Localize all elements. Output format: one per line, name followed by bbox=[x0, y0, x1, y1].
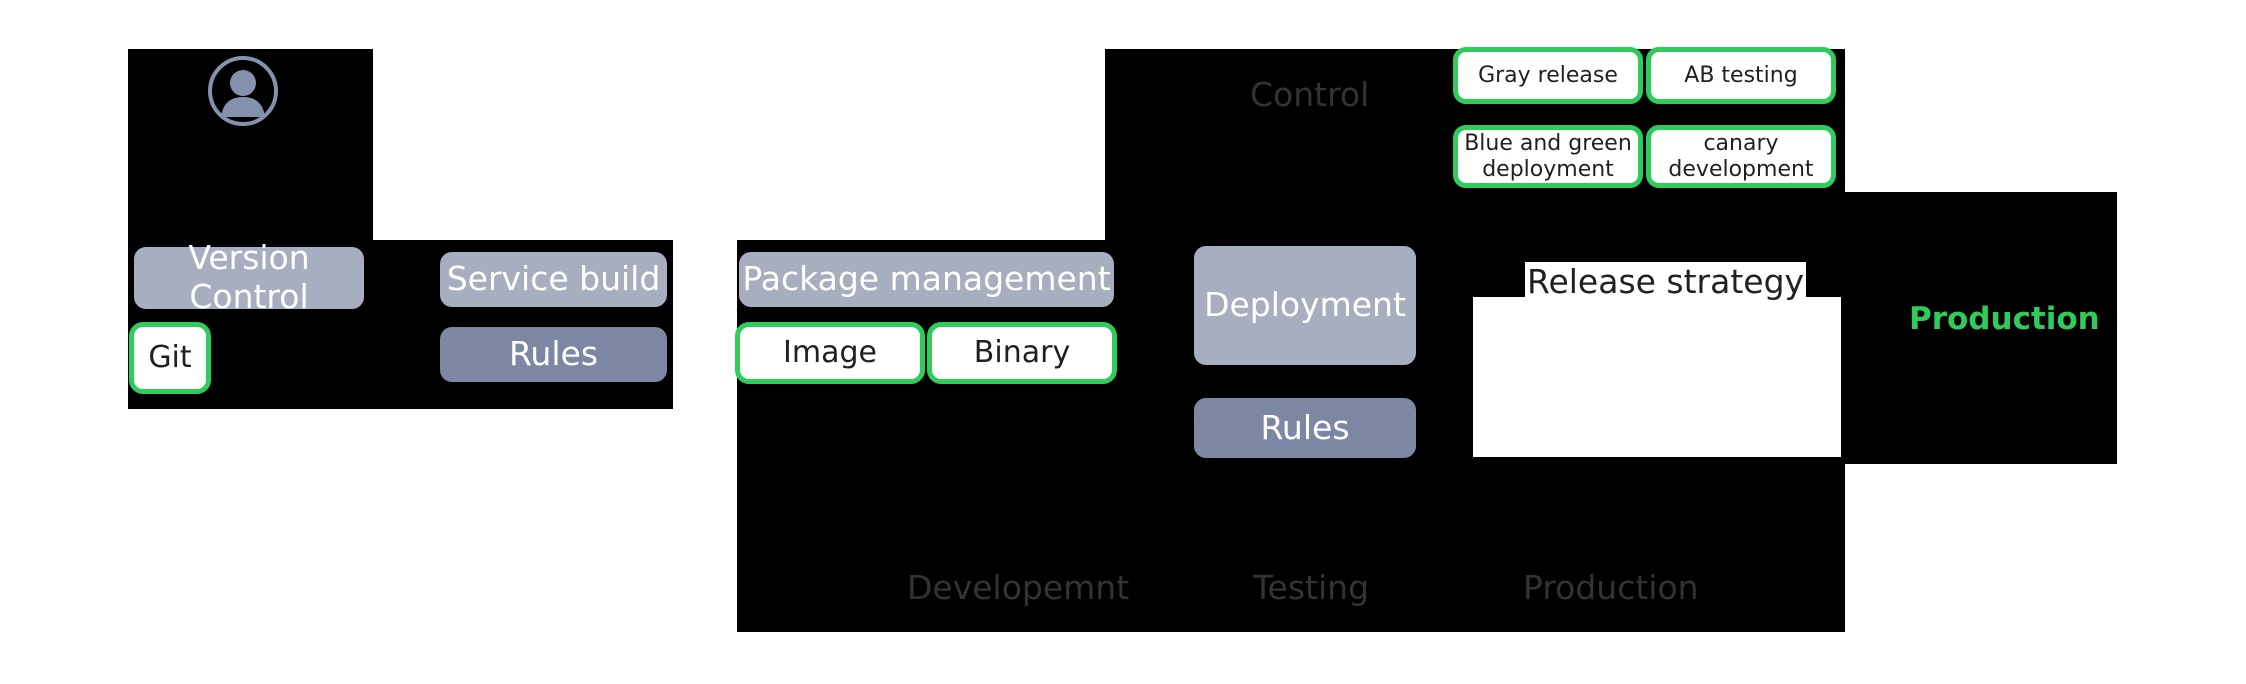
production-accent-text: Production bbox=[1909, 301, 2100, 337]
control-stage-title-text: Control bbox=[1250, 75, 1370, 114]
service-build-label: Service build bbox=[446, 259, 661, 299]
deployment-node[interactable]: Deployment bbox=[1194, 246, 1416, 365]
canary-development-label: canary development bbox=[1668, 130, 1814, 182]
blue-green-deployment-chip[interactable]: Blue and green deployment bbox=[1453, 125, 1643, 188]
production-accent-label: Production bbox=[1909, 301, 2100, 337]
release-strategy-plate bbox=[1473, 297, 1841, 457]
gray-release-label: Gray release bbox=[1478, 62, 1618, 88]
git-chip[interactable]: Git bbox=[129, 322, 211, 394]
release-strategy-title-text: Release strategy bbox=[1527, 262, 1805, 301]
lane-label-testing-text: Testing bbox=[1253, 568, 1370, 607]
package-management-label: Package management bbox=[742, 259, 1111, 299]
deployment-label: Deployment bbox=[1204, 285, 1406, 325]
lane-label-development-text: Developemnt bbox=[907, 568, 1130, 607]
image-artifact-label: Image bbox=[783, 335, 877, 371]
build-rules-label: Rules bbox=[508, 334, 599, 374]
binary-artifact-chip[interactable]: Binary bbox=[927, 322, 1117, 384]
lane-label-development: Developemnt bbox=[907, 568, 1129, 607]
service-build-node[interactable]: Service build bbox=[440, 252, 667, 307]
deployment-rules-node[interactable]: Rules bbox=[1194, 398, 1416, 458]
ab-testing-chip[interactable]: AB testing bbox=[1646, 47, 1836, 104]
lane-label-testing: Testing bbox=[1253, 568, 1369, 607]
git-label: Git bbox=[148, 340, 192, 376]
lane-label-production-text: Production bbox=[1523, 568, 1699, 607]
production-stage-panel bbox=[1845, 192, 2117, 464]
control-stage-title: Control bbox=[1250, 75, 1369, 114]
version-control-label: Version Control bbox=[188, 238, 310, 316]
gray-release-chip[interactable]: Gray release bbox=[1453, 47, 1643, 104]
version-control-node[interactable]: Version Control bbox=[134, 238, 364, 316]
blue-green-deployment-label: Blue and green deployment bbox=[1464, 130, 1632, 182]
package-management-node[interactable]: Package management bbox=[739, 252, 1114, 307]
user-avatar-icon bbox=[208, 56, 278, 126]
canary-development-chip[interactable]: canary development bbox=[1646, 125, 1836, 188]
release-strategy-title: Release strategy bbox=[1525, 262, 1807, 301]
deployment-rules-label: Rules bbox=[1260, 407, 1350, 447]
binary-artifact-label: Binary bbox=[973, 335, 1071, 371]
lane-label-production: Production bbox=[1523, 568, 1699, 607]
build-rules-node[interactable]: Rules bbox=[440, 327, 667, 382]
image-artifact-chip[interactable]: Image bbox=[735, 322, 925, 384]
ab-testing-label: AB testing bbox=[1684, 62, 1798, 88]
